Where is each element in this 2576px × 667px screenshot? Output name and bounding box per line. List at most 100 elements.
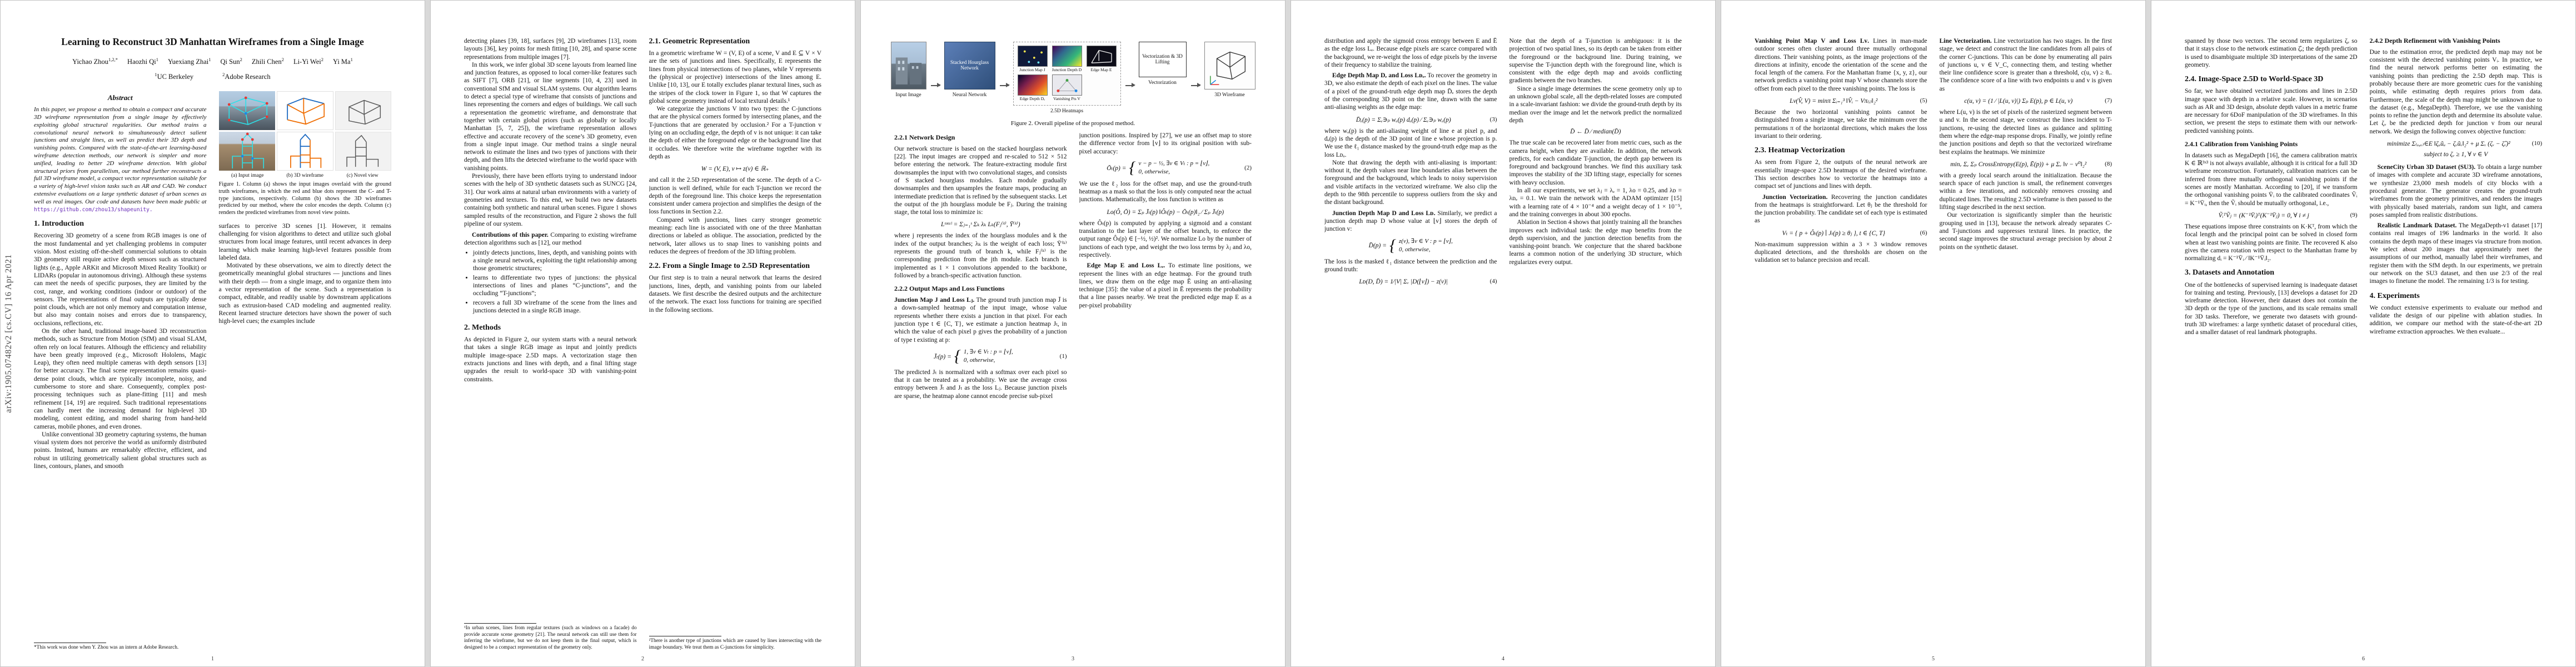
flow-arrow-icon [999,83,1010,88]
pipeline-label-network: Neural Network [952,92,987,98]
junction-depth-lead: Junction Depth Map D and Loss Lᴅ. [1332,210,1436,217]
equation-number: (2) [1244,164,1252,171]
equation-constraint: subject to ζᵥ ≥ 1, ∀ v ∈ V [2424,151,2488,158]
paragraph: Since a single image determines the scen… [1509,85,1682,124]
footnote-block: *This work was done when Y. Zhou was an … [34,640,207,651]
figure1-3d-wireframe-2 [277,132,333,171]
paragraph: Ablation in Section 4 shows that jointly… [1509,219,1682,266]
heatmap-label: Vanishing Pts V [1053,96,1080,102]
figure1-image-grid [218,91,391,171]
author: Zhili Chen2 [252,57,284,66]
junction-map-thumb [1017,46,1048,67]
equation-number: (5) [1920,97,1927,104]
paragraph: One of the bottlenecks of supervised lea… [2185,281,2358,336]
paragraph: On the other hand, traditional image-bas… [34,328,207,430]
equation-body: D̄ ← D̄ ∕ median(D̄) [1570,128,1621,136]
equation: Lᴏ(Ô, Ō) = Σₚ J̄ₜ(p) ‖Ôₜ(p) − Ōₜ(p)‖₂ ∕ … [1079,208,1252,216]
author-superscript: 2 [281,56,284,62]
paragraph: Junction Vectorization. Recovering the j… [1755,193,1927,225]
equation-body: ṼᵢᵀṼⱼ = (K⁻¹V̄ᵢ)ᵀ(K⁻¹V̄ⱼ) = 0, ∀ i ≠ j [2218,212,2309,219]
paragraph: Non-maximum suppression within a 3 × 3 w… [1755,241,1927,264]
page5-left-column: Vanishing Point Map V and Loss Lᴠ. Lines… [1755,37,1927,651]
cases-lhs: J̄ₜ(p) = [933,353,951,360]
equation: minᵥ Σₑ Σₚ CrossEntropy(E(p), Ē(p)) + μ … [1940,160,2112,168]
affiliations: 1UC Berkeley 2Adobe Research [34,72,391,81]
page2-right-column: 2.1. Geometric Representation In a geome… [649,37,822,651]
junction-depth-thumb [1052,46,1082,67]
paragraph: Edge Map E and Loss Lₑ. To estimate line… [1079,262,1252,309]
network-box: Stacked Hourglass Network [944,42,995,89]
page-1: arXiv:1905.07482v2 [cs.CV] 16 Apr 2021 L… [0,0,425,667]
paragraph: surfaces to perceive 3D scenes [1]. Howe… [218,222,392,261]
page-number: 1 [211,656,214,662]
equation-cases: J̄ₜ(p) ={1, ∃v ∈ Vₜ : p = ⌊v⌋, 0, otherw… [894,347,1067,365]
equation-body: Lᴠ(V̂, V) = minπ Σᵢ₌₁³ ‖V̂ᵢ − Vπ₍ᵢ₎‖₂² [1790,98,1878,105]
pipeline-heatmaps: Junction Map J Junction Depth D Edge Map… [1013,42,1121,114]
pipeline-network: Stacked Hourglass Network Neural Network [944,42,995,98]
figure2-caption: Figure 2. Overall pipeline of the propos… [1010,120,1135,127]
equation: minimize Σ₍ᵤ,ᵥ₎∈E ‖ζᵤũᵤ − ζᵥũᵥ‖₂² + μ Σᵥ… [2370,140,2542,147]
equation: ṼᵢᵀṼⱼ = (K⁻¹V̄ᵢ)ᵀ(K⁻¹V̄ⱼ) = 0, ∀ i ≠ j(9… [2185,211,2358,219]
pipeline-label-vectorization: Vectorization [1148,80,1177,86]
wireframe-svg [290,133,322,168]
vanishing-points-thumb [1052,74,1082,96]
figure-2: Input Image Stacked Hourglass Network Ne… [890,34,1255,128]
paragraph: We use the ℓ₂ loss for the offset map, a… [1079,180,1252,203]
paragraph: So far, we have obtained vectorized junc… [2185,88,2358,135]
cases-rows: z(v), ∃v ∈ V : p = ⌊v⌋, 0, otherwise, [1399,238,1453,253]
abstract-text: In this paper, we propose a method to ob… [34,106,207,213]
equation-body: Lᴅ(D, D̄) = 1∕|V| Σᵥ |D(⌊v⌋) − z(v)| [1359,278,1448,286]
equation-body: W = (V, E), v ↦ z(v) ∈ ℝ₊ [701,166,769,173]
author-superscript: 1 [208,56,211,62]
paragraph: Unlike conventional 3D geometry capturin… [34,431,207,470]
line-vectorization-lead: Line Vectorization. [1939,38,1992,44]
author: Li-Yi Wei2 [293,57,323,66]
section-heading-depth-refinement: 2.4.2 Depth Refinement with Vanishing Po… [2369,37,2500,44]
page-number: 3 [1072,656,1074,662]
github-link[interactable]: https://github.com/zhou13/shapeunity. [34,206,153,213]
paragraph: Realistic Landmark Dataset. The MegaDept… [2369,222,2543,285]
page1-right-column: (a) Input image (b) 3D wireframe (c) Nov… [218,91,392,651]
page5-right-column: Line Vectorization. Line vectorization h… [1940,37,2112,651]
equation-body: Lᵗᵒᵗᵃˡ = Σⱼ₌₁ˢ Σₖ λₖ Lₖ(Fⱼ⁽ᵏ⁾, Ȳ⁽ᵏ⁾) [940,221,1020,228]
paragraph: Line Vectorization. Line vectorization h… [1939,38,2112,92]
paragraph: spanned by those two vectors. The second… [2185,38,2358,68]
paragraph: Motivated by these observations, we aim … [218,262,392,325]
paragraph: As seen from Figure 2, the outputs of th… [1755,159,1927,190]
section-heading-2-5d-to-3d: 2.4. Image-Space 2.5D to World-Space 3D [2185,75,2324,84]
page-number: 6 [2362,656,2365,662]
pipeline-diagram: Input Image Stacked Hourglass Network Ne… [890,34,1255,114]
contribution-item: recovers a full 3D wireframe of the scen… [473,299,637,315]
cases-brace: { [1389,236,1397,255]
edge-depth-thumb [1017,74,1048,96]
section-heading-experiments: 4. Experiments [2369,291,2420,300]
page-number: 4 [1502,656,1504,662]
equation: Lᴠ(V̂, V) = minπ Σᵢ₌₁³ ‖V̂ᵢ − Vπ₍ᵢ₎‖₂² (5… [1755,97,1927,104]
paragraph: junction positions. Inspired by [27], we… [1079,132,1252,155]
vectorization-label: Vectorization & 3D Lifting [1142,54,1183,65]
paragraph: Compared with junctions, lines carry str… [649,216,822,255]
page-5: Vanishing Point Map V and Loss Lᴠ. Lines… [1721,0,2146,667]
figure1-label-a: (a) Input image [231,173,264,179]
author-name: Haozhi Qi [127,58,156,66]
footnote: ²There is another type of junctions whic… [649,638,822,650]
wireframe-svg [287,97,325,125]
page-number: 5 [1932,656,1935,662]
equation-number: (10) [2532,140,2542,147]
equation: c(u, v) = (1 ∕ |L(u, v)|) Σₚ E(p), p ∈ L… [1940,97,2112,104]
paragraph: In this work, we infer global 3D scene l… [464,61,637,172]
equation-number: (1) [1059,352,1067,360]
section-heading-heatmap-vectorization: 2.3. Heatmap Vectorization [1755,146,1845,155]
footnote-rule [464,623,537,624]
figure1-3d-wireframe-1 [277,91,333,131]
paragraph: Recovering 3D geometry of a scene from R… [34,232,207,327]
figure1-column-labels: (a) Input image (b) 3D wireframe (c) Nov… [219,173,392,178]
author: Yuexiang Zhai1 [168,57,211,66]
junction-dots-svg [1023,50,1043,64]
arxiv-stamp: arXiv:1905.07482v2 [cs.CV] 16 Apr 2021 [4,254,13,413]
author: Yi Ma1 [333,57,353,66]
page2-left-column: detecting planes [39, 18], surfaces [9],… [464,37,637,651]
footnote-block: ¹In urban scenes, lines from regular tex… [464,621,637,651]
wireframe-svg [346,135,378,167]
paragraph: Note that drawing the depth with anti-al… [1324,159,1497,206]
